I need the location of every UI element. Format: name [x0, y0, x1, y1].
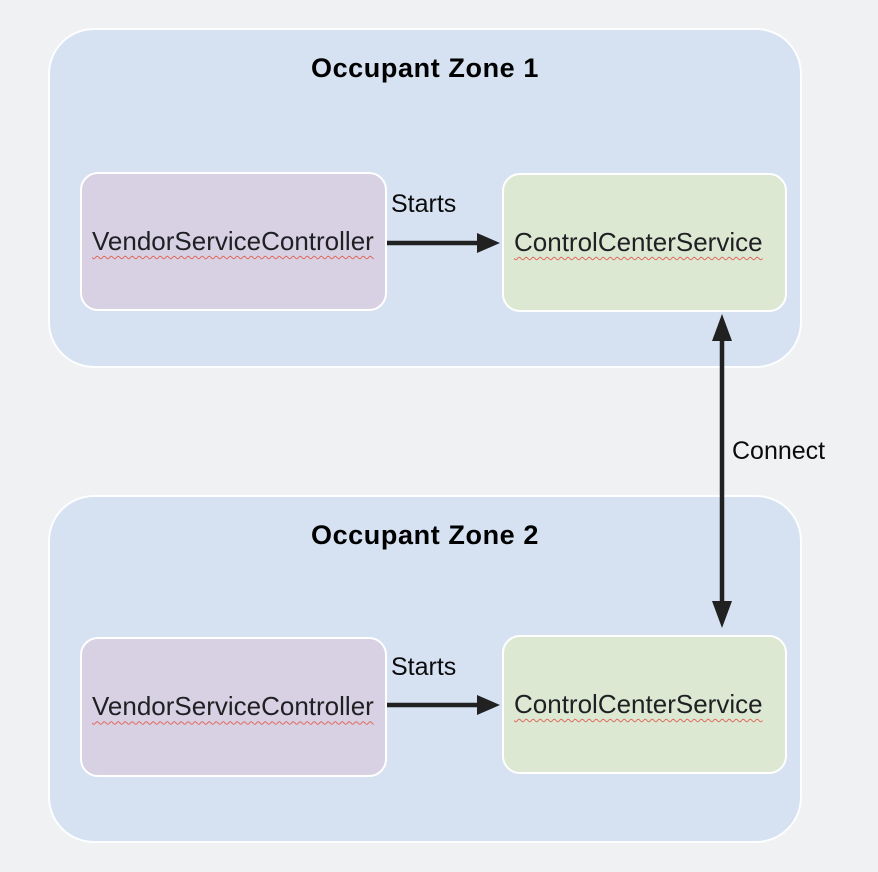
zone-2-title: Occupant Zone 2 [310, 520, 540, 550]
zone-1-starts-edge-label: Starts [391, 190, 457, 218]
zone-2-control-node-label: ControlCenterService [514, 688, 763, 719]
zone-1-control-node-label: ControlCenterService [514, 226, 763, 257]
zone-1-vendor-service-controller-node: VendorServiceController [80, 172, 387, 311]
zone-2-vendor-node-label: VendorServiceController [92, 691, 374, 722]
zone-2-vendor-service-controller-node: VendorServiceController [80, 637, 387, 777]
occupant-zone-1: Occupant Zone 1 VendorServiceController … [48, 28, 802, 368]
zone-1-control-center-service-node: ControlCenterService [502, 173, 787, 312]
occupant-zone-2: Occupant Zone 2 VendorServiceController … [48, 495, 802, 843]
zone-2-starts-edge-label: Starts [391, 653, 457, 681]
zone-1-title: Occupant Zone 1 [310, 53, 540, 83]
connect-edge-label: Connect [732, 437, 826, 465]
zone-1-vendor-node-label: VendorServiceController [92, 225, 374, 256]
zone-2-control-center-service-node: ControlCenterService [502, 635, 787, 774]
